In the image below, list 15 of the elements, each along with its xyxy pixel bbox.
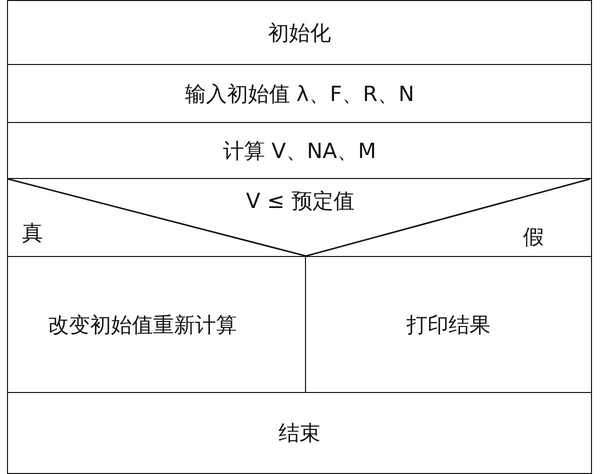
process-box xyxy=(7,64,592,124)
true-label: 真 xyxy=(22,220,43,247)
step-text: 结束 xyxy=(278,420,322,447)
step-text: 计算 V、NA、M xyxy=(222,138,378,165)
false-label: 假 xyxy=(523,224,544,251)
step-text: 输入初始值 λ、F、R、N xyxy=(184,81,416,108)
step-text: 改变初始值重新计算 xyxy=(47,312,238,339)
process-box xyxy=(7,256,306,394)
process-box xyxy=(305,256,592,394)
process-box xyxy=(7,0,592,66)
step-text: 打印结果 xyxy=(406,312,492,339)
process-box xyxy=(7,122,592,180)
step-text: 初始化 xyxy=(267,20,332,47)
condition-text: V ≤ 预定值 xyxy=(246,188,354,215)
process-box xyxy=(7,392,592,474)
